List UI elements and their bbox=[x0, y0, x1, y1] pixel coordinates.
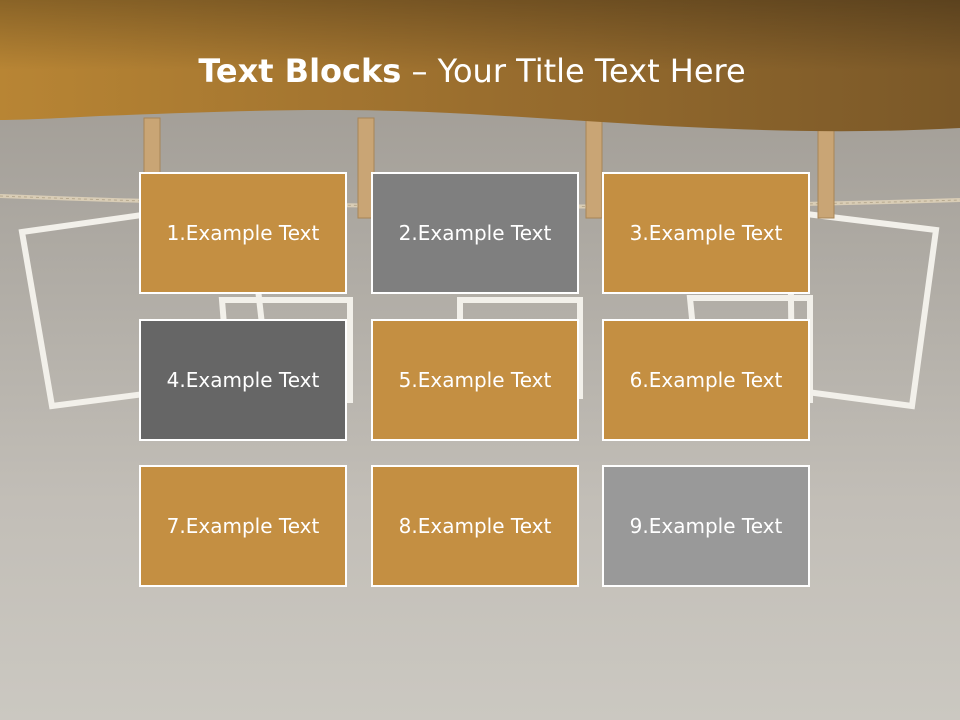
text-block-label: 6.Example Text bbox=[629, 368, 783, 392]
text-block-6: 6.Example Text bbox=[602, 319, 810, 441]
text-block-label: 1.Example Text bbox=[166, 221, 320, 245]
slide-title: Text Blocks – Your Title Text Here bbox=[0, 52, 944, 90]
title-separator: – bbox=[401, 52, 438, 90]
text-block-1: 1.Example Text bbox=[139, 172, 347, 294]
clothespins bbox=[143, 117, 835, 219]
text-block-7: 7.Example Text bbox=[139, 465, 347, 587]
text-block-label: 3.Example Text bbox=[629, 221, 783, 245]
text-block-label: 2.Example Text bbox=[398, 221, 552, 245]
text-block-label: 5.Example Text bbox=[398, 368, 552, 392]
title-rest: Your Title Text Here bbox=[437, 52, 746, 90]
title-bold: Text Blocks bbox=[198, 52, 402, 90]
text-block-label: 8.Example Text bbox=[398, 514, 552, 538]
text-block-4: 4.Example Text bbox=[139, 319, 347, 441]
text-block-8: 8.Example Text bbox=[371, 465, 579, 587]
text-block-label: 7.Example Text bbox=[166, 514, 320, 538]
text-block-label: 9.Example Text bbox=[629, 514, 783, 538]
text-block-9: 9.Example Text bbox=[602, 465, 810, 587]
text-block-5: 5.Example Text bbox=[371, 319, 579, 441]
text-block-3: 3.Example Text bbox=[602, 172, 810, 294]
text-block-label: 4.Example Text bbox=[166, 368, 320, 392]
text-block-2: 2.Example Text bbox=[371, 172, 579, 294]
